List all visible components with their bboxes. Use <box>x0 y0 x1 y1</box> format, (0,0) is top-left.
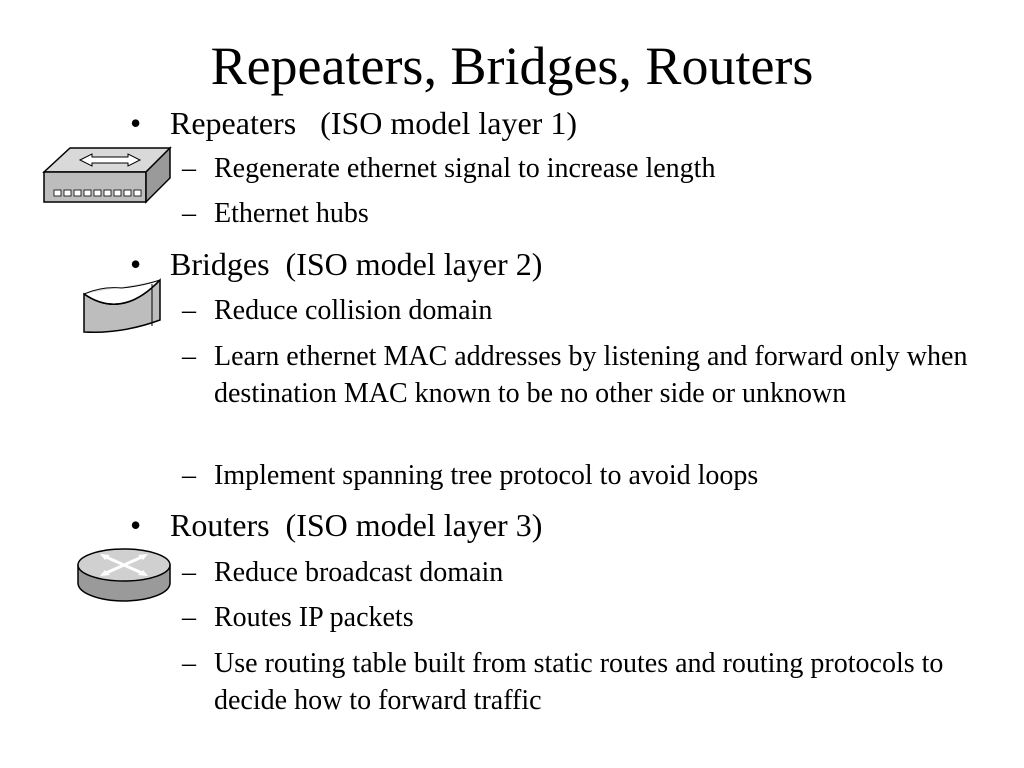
sub-item-text: Regenerate ethernet signal to increase l… <box>214 153 716 184</box>
sub-item: – Use routing table built from static ro… <box>182 645 992 719</box>
sub-marker: – <box>182 198 196 229</box>
sub-item-text: Reduce collision domain <box>214 295 493 326</box>
sub-item-text: Reduce broadcast domain <box>214 557 504 588</box>
sub-item-text: Use routing table built from static rout… <box>214 648 944 716</box>
sub-item-text: Learn ethernet MAC addresses by listenin… <box>214 341 968 409</box>
bullet-marker: • <box>130 507 142 543</box>
sub-item-text: Implement spanning tree protocol to avoi… <box>214 460 759 491</box>
sub-item: – Learn ethernet MAC addresses by listen… <box>182 338 992 412</box>
bullet-heading: Bridges (ISO model layer 2) <box>170 246 543 282</box>
sub-marker: – <box>182 153 196 184</box>
sub-item: – Routes IP packets <box>182 599 992 636</box>
router-icon <box>77 548 171 602</box>
slide-title: Repeaters, Bridges, Routers <box>210 36 814 96</box>
hub-icon <box>42 146 172 204</box>
sub-marker: – <box>182 295 196 326</box>
bridge-icon <box>83 278 161 333</box>
bullet-marker: • <box>130 246 142 282</box>
bullet-routers: • Routers (ISO model layer 3) <box>130 506 542 544</box>
sub-marker: – <box>182 648 196 679</box>
bullet-heading: Repeaters (ISO model layer 1) <box>170 105 577 141</box>
sub-marker: – <box>182 557 196 588</box>
sub-marker: – <box>182 460 196 491</box>
sub-item: – Implement spanning tree protocol to av… <box>182 457 992 494</box>
sub-item-text: Ethernet hubs <box>214 198 369 229</box>
sub-item: – Ethernet hubs <box>182 195 992 232</box>
bullet-repeaters: • Repeaters (ISO model layer 1) <box>130 104 577 142</box>
sub-item-text: Routes IP packets <box>214 602 414 633</box>
sub-item: – Regenerate ethernet signal to increase… <box>182 150 992 187</box>
bullet-heading: Routers (ISO model layer 3) <box>170 507 543 543</box>
sub-marker: – <box>182 341 196 372</box>
bullet-bridges: • Bridges (ISO model layer 2) <box>130 245 542 283</box>
sub-item: – Reduce broadcast domain <box>182 554 992 591</box>
sub-marker: – <box>182 602 196 633</box>
sub-item: – Reduce collision domain <box>182 292 992 329</box>
bullet-marker: • <box>130 105 142 141</box>
